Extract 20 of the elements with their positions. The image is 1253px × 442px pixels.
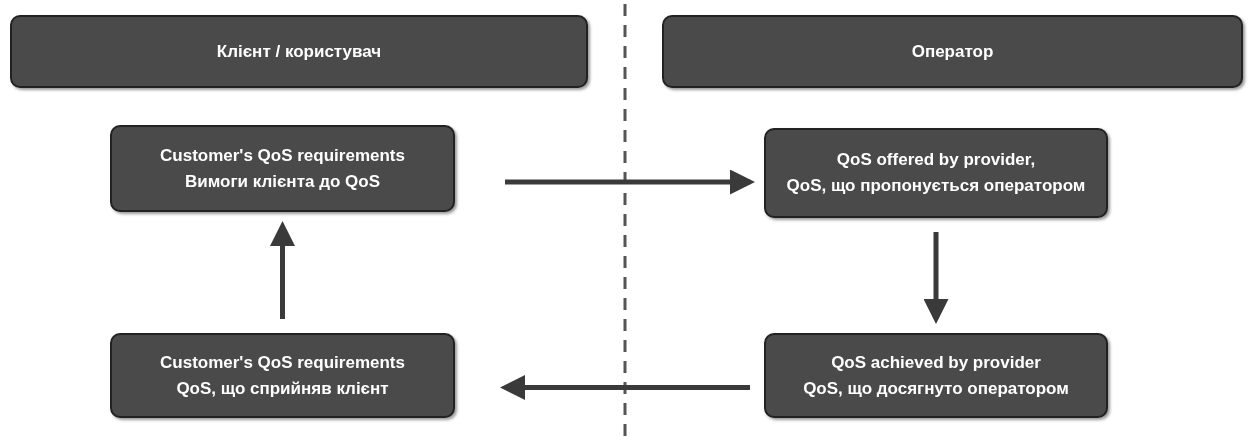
header-bar [662,15,1243,88]
box-text: QoS, що досягнуто оператором [803,377,1069,400]
arrow [923,232,949,324]
box-text: Customer's QoS requirements [160,351,405,374]
arrow [270,221,295,319]
arrow [505,169,755,195]
box-text: Вимоги клієнта до QoS [185,170,380,193]
process-box [764,333,1108,418]
header-bar [10,15,588,88]
box-text: QoS achieved by provider [831,351,1041,374]
process-box [110,333,455,418]
box-text: QoS, що пропонується оператором [786,175,1086,197]
process-box [110,125,455,212]
box-text: QoS offered by provider, [836,149,1036,171]
box-text: QoS, що сприйняв клієнт [176,377,389,400]
box-text: Оператор [911,40,994,63]
box-text: Customer's QoS requirements [160,144,405,167]
process-box [764,128,1108,218]
box-text: Клієнт / користувач [216,40,382,63]
arrow [500,375,750,400]
